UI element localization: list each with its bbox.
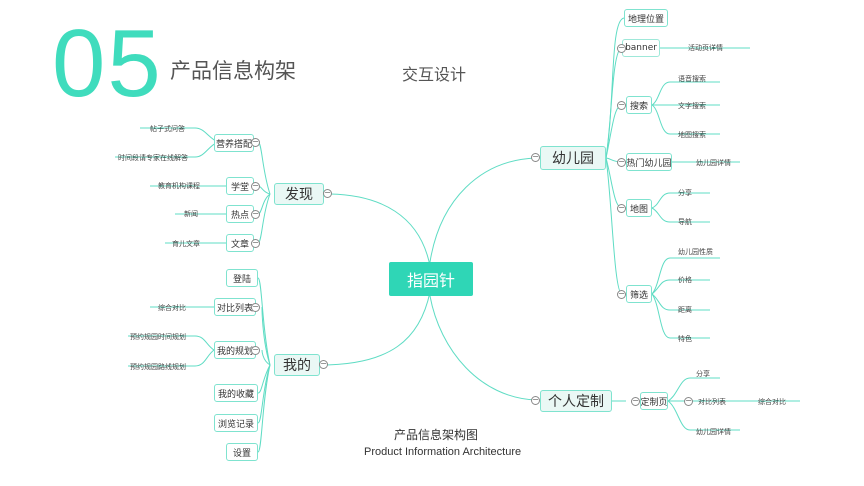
node-article: 文章 bbox=[226, 234, 254, 252]
leaf-share: 分享 bbox=[678, 189, 692, 197]
collapse-icon[interactable]: − bbox=[617, 100, 626, 110]
leaf-filter-feature: 特色 bbox=[678, 335, 692, 343]
section-number: 05 bbox=[52, 10, 163, 117]
collapse-icon[interactable]: − bbox=[617, 43, 626, 53]
collapse-icon[interactable]: − bbox=[617, 157, 626, 167]
collapse-icon[interactable]: − bbox=[251, 302, 260, 312]
leaf-voice-search: 语音搜索 bbox=[678, 75, 706, 83]
leaf-filter-price: 价格 bbox=[678, 276, 692, 284]
node-map: 地图 bbox=[626, 199, 652, 217]
collapse-icon[interactable]: − bbox=[251, 209, 260, 219]
node-discover: 发现 bbox=[274, 183, 324, 205]
collapse-icon[interactable]: − bbox=[251, 238, 260, 248]
collapse-icon[interactable]: − bbox=[684, 396, 693, 406]
collapse-icon[interactable]: − bbox=[531, 152, 540, 162]
node-location: 地理位置 bbox=[624, 9, 668, 27]
connector-root-discover bbox=[329, 193, 431, 267]
node-kindergarten: 幼儿园 bbox=[540, 146, 606, 170]
node-plan: 我的规划 bbox=[214, 341, 256, 359]
leaf-plan-time: 预约规园时间规划 bbox=[130, 333, 186, 341]
leaf-custom-detail: 幼儿园详情 bbox=[696, 428, 731, 436]
collapse-icon[interactable]: − bbox=[323, 188, 332, 198]
node-mine: 我的 bbox=[274, 354, 320, 376]
node-settings: 设置 bbox=[226, 443, 258, 461]
collapse-icon[interactable]: − bbox=[251, 345, 260, 355]
node-search: 搜索 bbox=[626, 96, 652, 114]
leaf-compare: 综合对比 bbox=[158, 304, 186, 312]
leaf-custom-share: 分享 bbox=[696, 370, 710, 378]
leaf-custom-compare-detail: 综合对比 bbox=[758, 398, 786, 406]
leaf-nutrition-qa: 帖子式问答 bbox=[150, 125, 185, 133]
node-compare: 对比列表 bbox=[214, 298, 256, 316]
node-hot-kindergarten: 热门幼儿园 bbox=[626, 153, 672, 171]
collapse-icon[interactable]: − bbox=[319, 359, 328, 369]
section-subtitle: 交互设计 bbox=[402, 65, 467, 84]
caption-cn: 产品信息架构图 bbox=[394, 428, 479, 442]
connector-root-custom bbox=[429, 295, 537, 401]
node-filter: 筛选 bbox=[626, 285, 652, 303]
collapse-icon[interactable]: − bbox=[617, 203, 626, 213]
leaf-navigation: 导航 bbox=[678, 218, 692, 226]
collapse-icon[interactable]: − bbox=[631, 396, 640, 406]
leaf-map-search: 地图搜索 bbox=[678, 131, 706, 139]
leaf-filter-distance: 距离 bbox=[678, 306, 692, 314]
node-collect: 我的收藏 bbox=[214, 384, 258, 402]
leaf-filter-nature: 幼儿园性质 bbox=[678, 248, 713, 256]
caption-en: Product Information Architecture bbox=[364, 446, 522, 458]
root-node: 指园针 bbox=[389, 262, 473, 296]
collapse-icon[interactable]: − bbox=[251, 181, 260, 191]
section-title: 产品信息构架 bbox=[170, 59, 296, 83]
leaf-plan-route: 预约规园路线规划 bbox=[130, 363, 186, 371]
node-history: 浏览记录 bbox=[214, 414, 258, 432]
node-banner: banner bbox=[622, 39, 660, 57]
collapse-icon[interactable]: − bbox=[617, 289, 626, 299]
node-login: 登陆 bbox=[226, 269, 258, 287]
leaf-article: 育儿文章 bbox=[172, 240, 200, 248]
node-custom: 个人定制 bbox=[540, 390, 612, 412]
leaf-school-course: 教育机构课程 bbox=[158, 182, 200, 190]
connector-root-mine bbox=[319, 291, 431, 366]
leaf-custom-compare: 对比列表 bbox=[698, 398, 726, 406]
node-nutrition: 营养搭配 bbox=[214, 134, 254, 152]
leaf-hot-detail: 幼儿园详情 bbox=[696, 159, 731, 167]
leaf-nutrition-expert: 时间段请专家在线解答 bbox=[118, 154, 188, 162]
collapse-icon[interactable]: − bbox=[531, 395, 540, 405]
collapse-icon[interactable]: − bbox=[251, 137, 260, 147]
leaf-text-search: 文字搜索 bbox=[678, 102, 706, 110]
node-custom-page: 定制页 bbox=[640, 392, 668, 410]
leaf-hot-news: 新闻 bbox=[184, 210, 198, 218]
leaf-banner-detail: 活动页详情 bbox=[688, 44, 723, 52]
node-school: 学堂 bbox=[226, 177, 254, 195]
connector-root-kindergarten bbox=[429, 157, 537, 263]
node-hot: 热点 bbox=[226, 205, 254, 223]
